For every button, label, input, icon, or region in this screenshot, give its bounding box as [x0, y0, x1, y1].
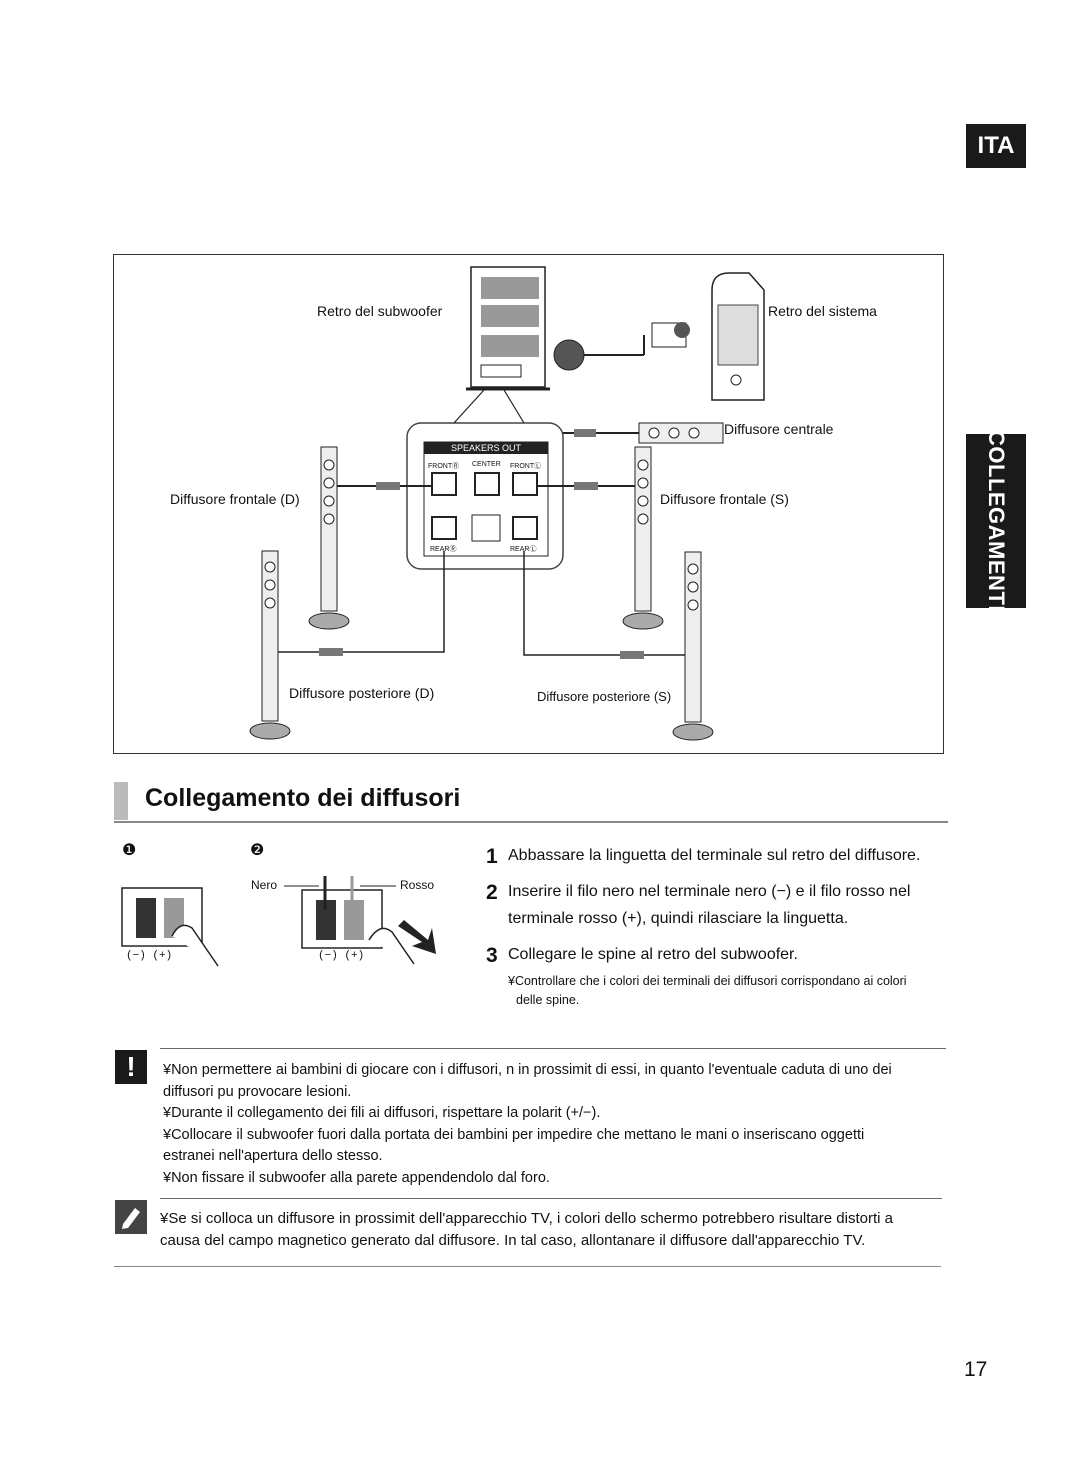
- step-note: ¥Controllare che i colori dei terminali …: [508, 972, 907, 1010]
- warning-rule: [160, 1048, 946, 1049]
- note-pencil-icon: [115, 1200, 147, 1234]
- center-speaker-label: Diffusore centrale: [724, 421, 834, 437]
- note-line: ¥Se si colloca un diffusore in prossimit…: [160, 1210, 893, 1227]
- section-title: Collegamento dei diffusori: [145, 784, 461, 812]
- panel-title: SPEAKERS OUT: [450, 443, 522, 453]
- panel-front-r: FRONTⓇ: [428, 463, 460, 470]
- subwoofer-back-illustration: [466, 266, 550, 391]
- step-text: Collegare le spine al retro del subwoofe…: [508, 946, 798, 963]
- step-number: 2: [486, 881, 498, 904]
- polarity-label-1: (−) (+): [126, 950, 173, 962]
- rear-left-label: Diffusore posteriore (S): [537, 689, 672, 704]
- panel-rear-l: REARⓁ: [510, 546, 537, 553]
- rear-right-label: Diffusore posteriore (D): [289, 685, 435, 701]
- warning-line: ¥Durante il collegamento dei fili ai dif…: [163, 1105, 601, 1121]
- section-rule: [114, 821, 948, 823]
- rear-left-speaker-illustration: [523, 551, 714, 741]
- warning-line: ¥Non permettere ai bambini di giocare co…: [163, 1062, 892, 1078]
- terminal-illustration: [121, 876, 436, 967]
- system-cable-illustration: [553, 322, 690, 371]
- step-number: 3: [486, 944, 498, 967]
- step-text: Inserire il filo nero nel terminale nero…: [508, 883, 911, 900]
- step-text-continued: terminale rosso (+), quindi rilasciare l…: [508, 910, 849, 927]
- center-speaker-illustration: [563, 422, 724, 444]
- front-right-speaker-illustration: [308, 446, 432, 630]
- step-number: 1: [486, 845, 498, 868]
- section-bar: [114, 782, 128, 820]
- language-tab: ITA: [966, 124, 1026, 168]
- terminal-figure: ❶ ❷ Nero Rosso (−) (+) (−) (+): [114, 836, 454, 976]
- system-back-label: Retro del sistema: [768, 303, 877, 319]
- warning-line: estranei nell'apertura dello stesso.: [163, 1148, 383, 1164]
- rear-right-speaker-illustration: [249, 550, 445, 740]
- nero-label: Nero: [251, 878, 278, 892]
- warning-text: ¥Non permettere ai bambini di giocare co…: [163, 1060, 943, 1189]
- speakers-out-panel-illustration: [406, 422, 564, 570]
- subwoofer-back-label: Retro del subwoofer: [317, 303, 443, 319]
- step-text: Abbassare la linguetta del terminale sul…: [508, 847, 921, 864]
- figure-num-2: ❷: [250, 842, 265, 859]
- note-rule: [160, 1198, 942, 1199]
- rosso-label: Rosso: [400, 878, 435, 892]
- diagram-illustration: [249, 266, 765, 741]
- polarity-label-2: (−) (+): [318, 950, 365, 962]
- panel-center: CENTER: [472, 461, 501, 468]
- note-text: ¥Se si colloca un diffusore in prossimit…: [160, 1208, 940, 1251]
- note-line: causa del campo magnetico generato dal d…: [160, 1231, 866, 1249]
- page-number: 17: [964, 1358, 988, 1381]
- panel-rear-r: REARⓇ: [430, 546, 457, 553]
- warning-icon: !: [115, 1050, 147, 1084]
- bottom-rule: [114, 1266, 941, 1267]
- section-tab: COLLEGAMENTI: [966, 430, 1026, 612]
- warning-line: ¥Non fissare il subwoofer alla parete ap…: [163, 1169, 550, 1186]
- step-note-line: ¥Controllare che i colori dei terminali …: [508, 974, 907, 988]
- figure-num-1: ❶: [122, 842, 137, 859]
- step-note-line: delle spine.: [516, 993, 580, 1007]
- warning-line: diffusori pu provocare lesioni.: [163, 1083, 352, 1100]
- warning-line: ¥Collocare il subwoofer fuori dalla port…: [163, 1126, 865, 1143]
- front-right-label: Diffusore frontale (D): [170, 491, 300, 507]
- connection-diagram: Retro del subwoofer Retro del sistema Di…: [113, 254, 944, 754]
- section-tab-label: COLLEGAMENTI: [984, 430, 1009, 612]
- system-back-illustration: [711, 272, 765, 401]
- front-left-label: Diffusore frontale (S): [660, 491, 789, 507]
- front-left-speaker-illustration: [537, 446, 664, 630]
- panel-front-l: FRONTⓁ: [510, 463, 542, 470]
